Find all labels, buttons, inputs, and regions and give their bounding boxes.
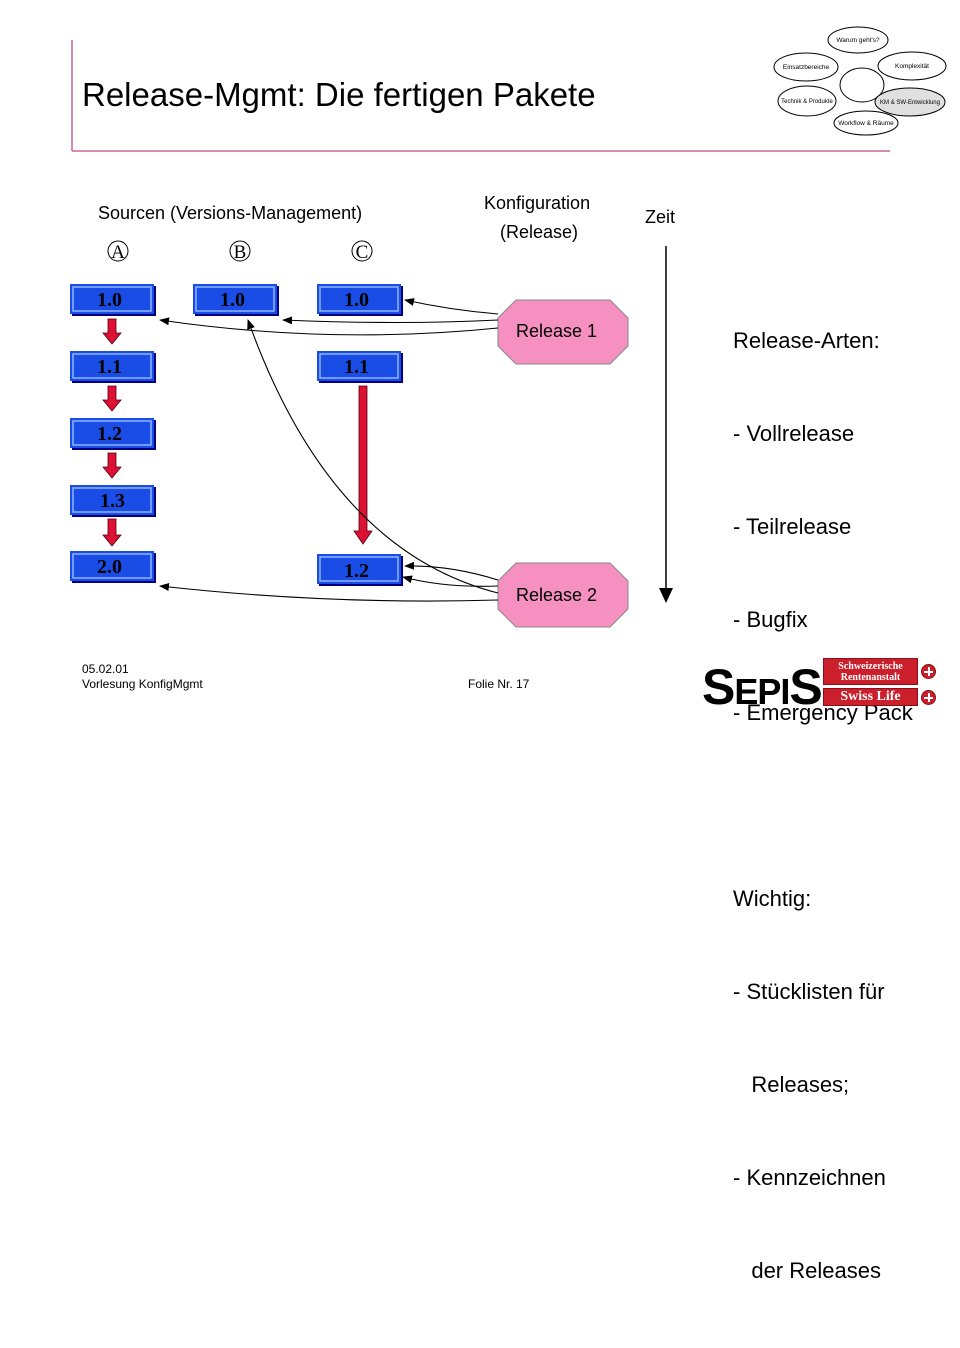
release-1-label: Release 1 bbox=[516, 321, 598, 341]
red-arrow bbox=[102, 385, 122, 412]
release-1-shape bbox=[497, 299, 629, 365]
swiss-cross-icon bbox=[921, 690, 936, 705]
red-arrow-long bbox=[353, 385, 373, 545]
version-box-b-1.0 bbox=[193, 284, 279, 316]
spacer bbox=[733, 790, 913, 821]
mindmap-node bbox=[874, 87, 946, 117]
mindmap-center bbox=[839, 67, 885, 103]
swisslife-banner: Swiss Life bbox=[823, 688, 918, 706]
mindmap-label: Technik & Produkte bbox=[781, 99, 833, 105]
important-item: - Stücklisten für bbox=[733, 979, 885, 1004]
version-label: 1.1 bbox=[344, 356, 369, 378]
rentenanstalt-banner: Schweizerische Rentenanstalt bbox=[823, 658, 918, 685]
page-title: Release-Mgmt: Die fertigen Pakete bbox=[82, 76, 596, 113]
release-type-item: - Vollrelease bbox=[733, 421, 855, 446]
link-r2-c11 bbox=[402, 575, 499, 587]
config-header-line2: (Release) bbox=[500, 222, 579, 242]
mindmap-node bbox=[827, 26, 889, 54]
link-r1-b10 bbox=[282, 316, 499, 325]
mindmap-label: KM & SW-Entwicklung bbox=[880, 100, 940, 106]
mindmap-label: Workflow & Räume bbox=[838, 120, 894, 127]
column-label-a: A bbox=[111, 242, 125, 263]
red-arrow bbox=[102, 452, 122, 479]
side-notes: Release-Arten: - Vollrelease - Teilrelea… bbox=[733, 263, 913, 1348]
column-circle-b bbox=[229, 240, 251, 262]
release-links bbox=[159, 298, 499, 602]
important-item: - Kennzeichnen bbox=[733, 1165, 886, 1190]
link-r1-c10 bbox=[404, 298, 499, 315]
version-box-a-2.0 bbox=[70, 551, 156, 583]
mindmap-node bbox=[833, 110, 899, 136]
release-type-item: - Teilrelease bbox=[733, 514, 852, 539]
version-box-c-1.2 bbox=[317, 554, 403, 586]
link-r2-c12 bbox=[404, 561, 499, 581]
swiss-cross-icon bbox=[921, 664, 936, 679]
version-box-c-1.0 bbox=[317, 284, 403, 316]
version-label: 1.3 bbox=[100, 490, 125, 512]
version-label: 1.2 bbox=[97, 423, 122, 445]
version-boxes bbox=[70, 284, 403, 586]
mindmap-label: Warum geht's? bbox=[836, 37, 880, 44]
column-circle-a bbox=[107, 240, 129, 262]
version-label: 1.2 bbox=[344, 560, 369, 582]
sources-header: Sourcen (Versions-Management) bbox=[98, 203, 363, 223]
slide: Warum geht's? Einsatzbereiche Komplexitä… bbox=[70, 26, 947, 1283]
version-label: 1.1 bbox=[97, 356, 122, 378]
mindmap-label: Komplexität bbox=[895, 63, 929, 70]
red-arrow bbox=[102, 318, 122, 345]
release-types-heading: Release-Arten: bbox=[733, 328, 880, 353]
release-2-label: Release 2 bbox=[516, 585, 598, 605]
version-box-c-1.1 bbox=[317, 351, 403, 383]
mindmap-node bbox=[877, 51, 947, 81]
footer-date: 05.02.01 bbox=[82, 662, 129, 676]
release-2-shape bbox=[497, 562, 629, 628]
column-label-c: C bbox=[356, 242, 369, 263]
mindmap-label: Einsatzbereiche bbox=[783, 64, 830, 71]
important-heading: Wichtig: bbox=[733, 886, 812, 911]
important-item: Releases; bbox=[733, 1072, 850, 1097]
column-circle-c bbox=[351, 240, 373, 262]
version-label: 1.0 bbox=[97, 289, 122, 311]
column-label-b: B bbox=[234, 242, 247, 263]
mindmap-node bbox=[777, 85, 837, 117]
link-r2-a20 bbox=[159, 583, 499, 602]
version-label: 2.0 bbox=[97, 556, 122, 578]
release-type-item: - Bugfix bbox=[733, 607, 808, 632]
version-arrows-a bbox=[102, 318, 122, 547]
version-box-a-1.2 bbox=[70, 418, 156, 450]
version-box-a-1.0 bbox=[70, 284, 156, 316]
version-label: 1.0 bbox=[344, 289, 369, 311]
sepis-logo: SEPIS bbox=[702, 659, 823, 715]
diagram-canvas: Warum geht's? Einsatzbereiche Komplexitä… bbox=[70, 26, 947, 628]
config-header-line1: Konfiguration bbox=[484, 193, 591, 213]
time-label: Zeit bbox=[645, 207, 676, 227]
version-box-a-1.3 bbox=[70, 485, 156, 517]
red-arrow bbox=[102, 518, 122, 547]
time-arrowhead bbox=[659, 588, 673, 603]
link-r2-b10 bbox=[247, 319, 499, 594]
important-item: der Releases bbox=[733, 1258, 881, 1283]
footer-lecture: Vorlesung KonfigMgmt bbox=[82, 677, 203, 691]
version-label: 1.0 bbox=[220, 289, 245, 311]
link-r1-a10 bbox=[159, 317, 499, 336]
mindmap-graphic: Warum geht's? Einsatzbereiche Komplexitä… bbox=[773, 26, 947, 136]
mindmap-node bbox=[773, 52, 839, 82]
version-box-a-1.1 bbox=[70, 351, 156, 383]
footer-slide-number: Folie Nr. 17 bbox=[468, 677, 530, 691]
